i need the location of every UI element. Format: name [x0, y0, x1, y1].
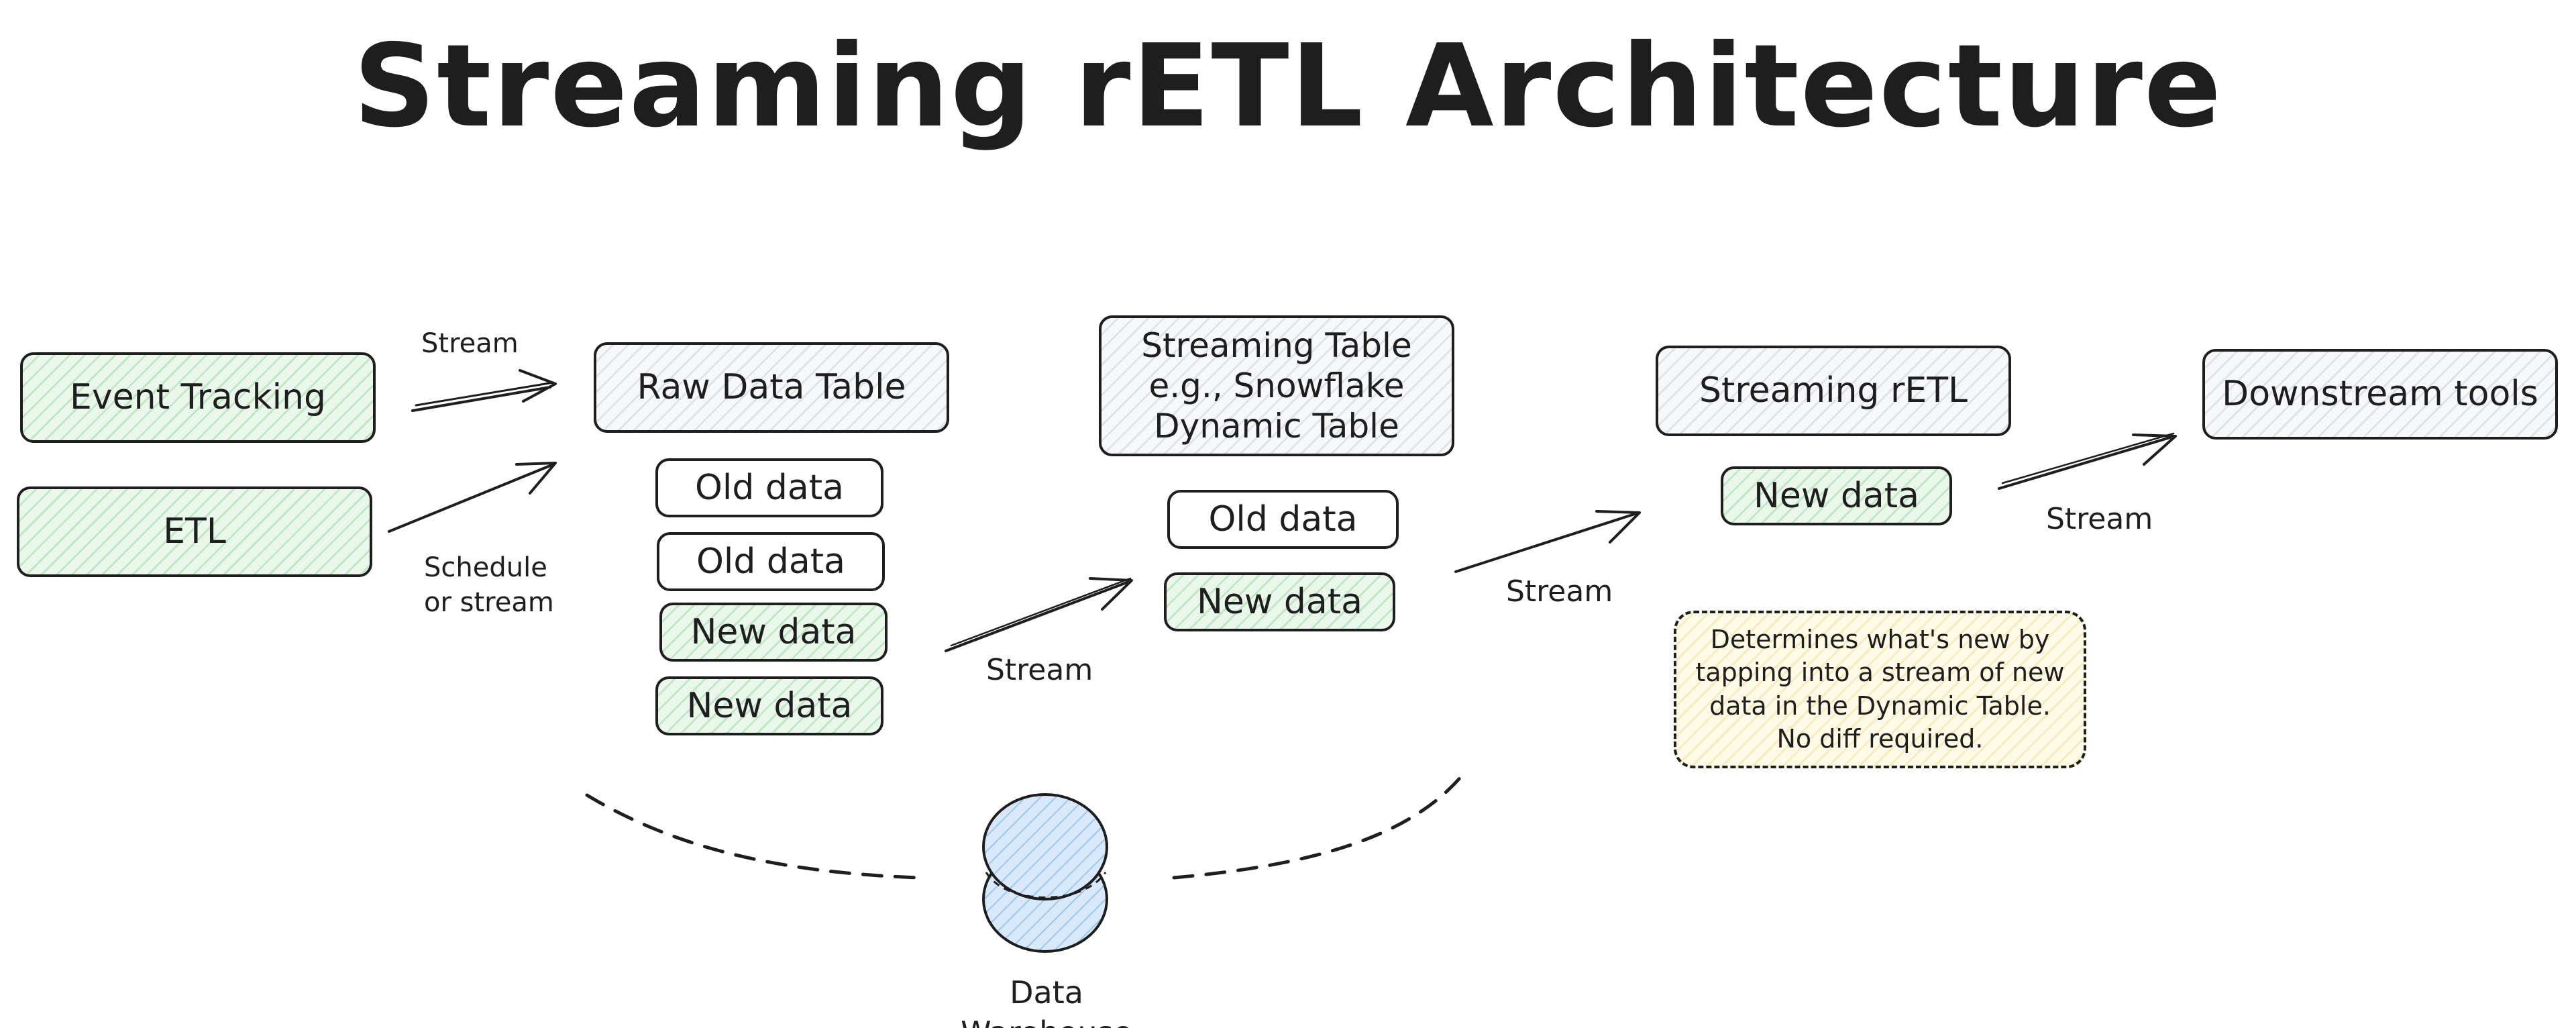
edge-label-etl-to-raw: Schedule or stream — [424, 552, 554, 618]
edge-label-retl-to-downstream: Stream — [2046, 502, 2153, 536]
retl-row: New data — [1721, 466, 1952, 525]
raw-data-table-node: Raw Data Table — [594, 342, 949, 433]
raw-table-row: New data — [659, 603, 888, 662]
database-icon — [982, 793, 1108, 953]
etl-node: ETL — [17, 486, 372, 577]
warehouse-dashed-left — [585, 793, 921, 880]
retl-note: Determines what's new by tapping into a … — [1674, 611, 2086, 768]
warehouse-dashed-right — [1172, 773, 1464, 880]
diagram-title: Streaming rETL Architecture — [353, 20, 2223, 153]
arrow-retl-to-downstream — [1998, 432, 2177, 490]
streaming-table-row: New data — [1164, 572, 1395, 631]
streaming-table-row: Old data — [1167, 490, 1399, 549]
edge-label-event-to-raw: Stream — [421, 328, 519, 359]
raw-table-row: Old data — [655, 458, 883, 517]
arrow-raw-to-streaming — [945, 577, 1133, 652]
edge-label-raw-to-streaming: Stream — [986, 653, 1093, 687]
streaming-retl-node: Streaming rETL — [1656, 346, 2011, 436]
downstream-tools-node: Downstream tools — [2202, 349, 2558, 440]
data-warehouse-label: Data Warehouse — [961, 974, 1132, 1028]
raw-table-row: Old data — [657, 532, 885, 591]
streaming-table-node: Streaming Table e.g., Snowflake Dynamic … — [1099, 315, 1454, 456]
arrow-streaming-to-retl — [1454, 510, 1641, 573]
event-tracking-node: Event Tracking — [20, 352, 376, 443]
arrow-etl-to-raw — [388, 462, 557, 533]
edge-label-streaming-to-retl: Stream — [1506, 574, 1613, 609]
arrow-event-to-raw — [411, 369, 557, 412]
raw-table-row: New data — [655, 676, 883, 735]
